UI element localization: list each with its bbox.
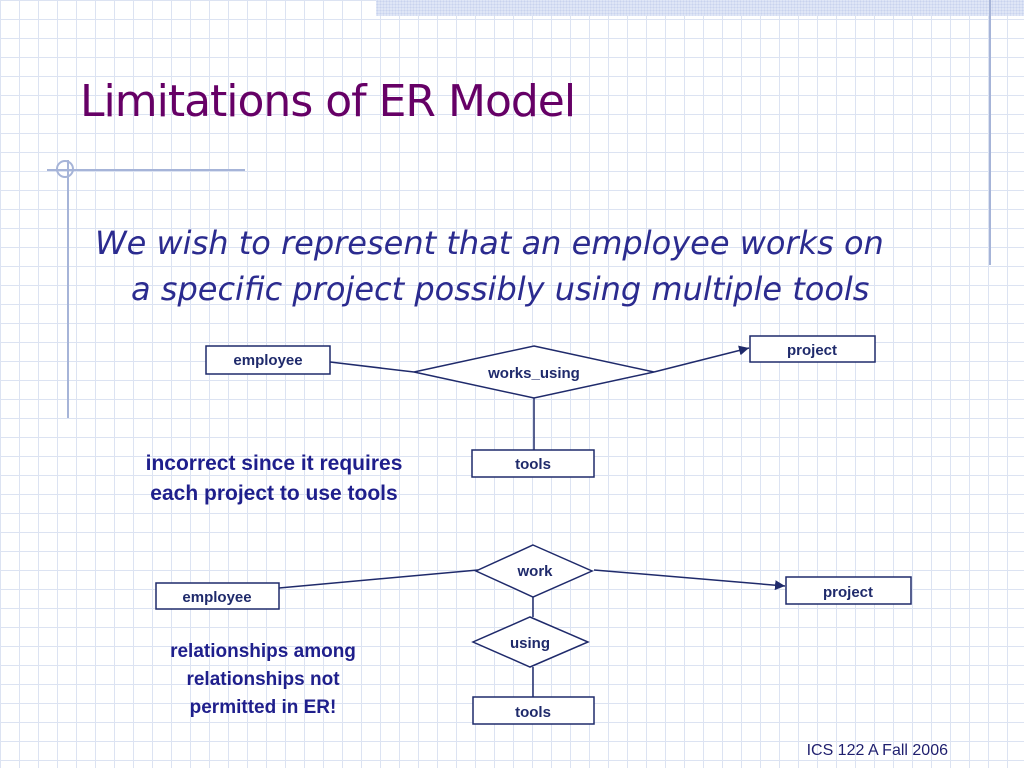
edge-employee-works-using <box>329 361 415 373</box>
entity-tools-2 <box>472 696 595 725</box>
annotation-incorrect-line-2: each project to use tools <box>150 482 398 505</box>
decorative-left-rule <box>67 160 69 418</box>
label-employee-2: employee <box>182 589 251 606</box>
label-project-1: project <box>787 342 837 359</box>
label-works-using: works_using <box>487 365 580 382</box>
entity-tools-1 <box>471 449 595 478</box>
annotation-not-permitted-line-1: relationships among <box>170 641 356 662</box>
annotation-incorrect: incorrect since it requires each project… <box>104 449 444 509</box>
label-work: work <box>516 563 553 580</box>
label-project-2: project <box>823 584 873 601</box>
relationship-work-diamond <box>474 544 594 598</box>
entity-project-1 <box>749 335 876 363</box>
annotation-not-permitted: relationships among relationships not pe… <box>132 638 394 722</box>
annotation-not-permitted-line-2: relationships not <box>186 669 340 690</box>
label-tools-2: tools <box>515 704 551 721</box>
edge-works-using-project <box>653 345 750 373</box>
entity-project-2 <box>785 576 912 605</box>
edge-work-project <box>593 569 786 591</box>
edge-employee-work <box>278 569 479 589</box>
diagram-2 <box>155 544 912 725</box>
decorative-ring-icon <box>56 160 74 178</box>
slide-title: Limitations of ER Model <box>80 76 576 127</box>
decorative-right-rule <box>989 0 991 265</box>
label-employee-1: employee <box>233 352 302 369</box>
label-using: using <box>510 635 550 652</box>
decorative-corner-band <box>376 0 1024 16</box>
annotation-incorrect-line-1: incorrect since it requires <box>145 452 403 475</box>
annotation-not-permitted-line-3: permitted in ER! <box>189 697 337 718</box>
slide-footer: ICS 122 A Fall 2006 <box>806 742 948 759</box>
decorative-title-rule <box>47 169 245 171</box>
slide-subtitle: We wish to represent that an employee wo… <box>95 220 975 312</box>
subtitle-line-2: a specific project possibly using multip… <box>131 270 870 308</box>
diagram-1 <box>205 335 876 478</box>
relationship-using-diamond <box>471 616 590 668</box>
subtitle-line-1: We wish to represent that an employee wo… <box>95 224 884 262</box>
relationship-works-using-diamond <box>413 345 655 399</box>
entity-employee-2 <box>155 582 280 610</box>
label-tools-1: tools <box>515 456 551 473</box>
entity-employee-1 <box>205 345 331 375</box>
